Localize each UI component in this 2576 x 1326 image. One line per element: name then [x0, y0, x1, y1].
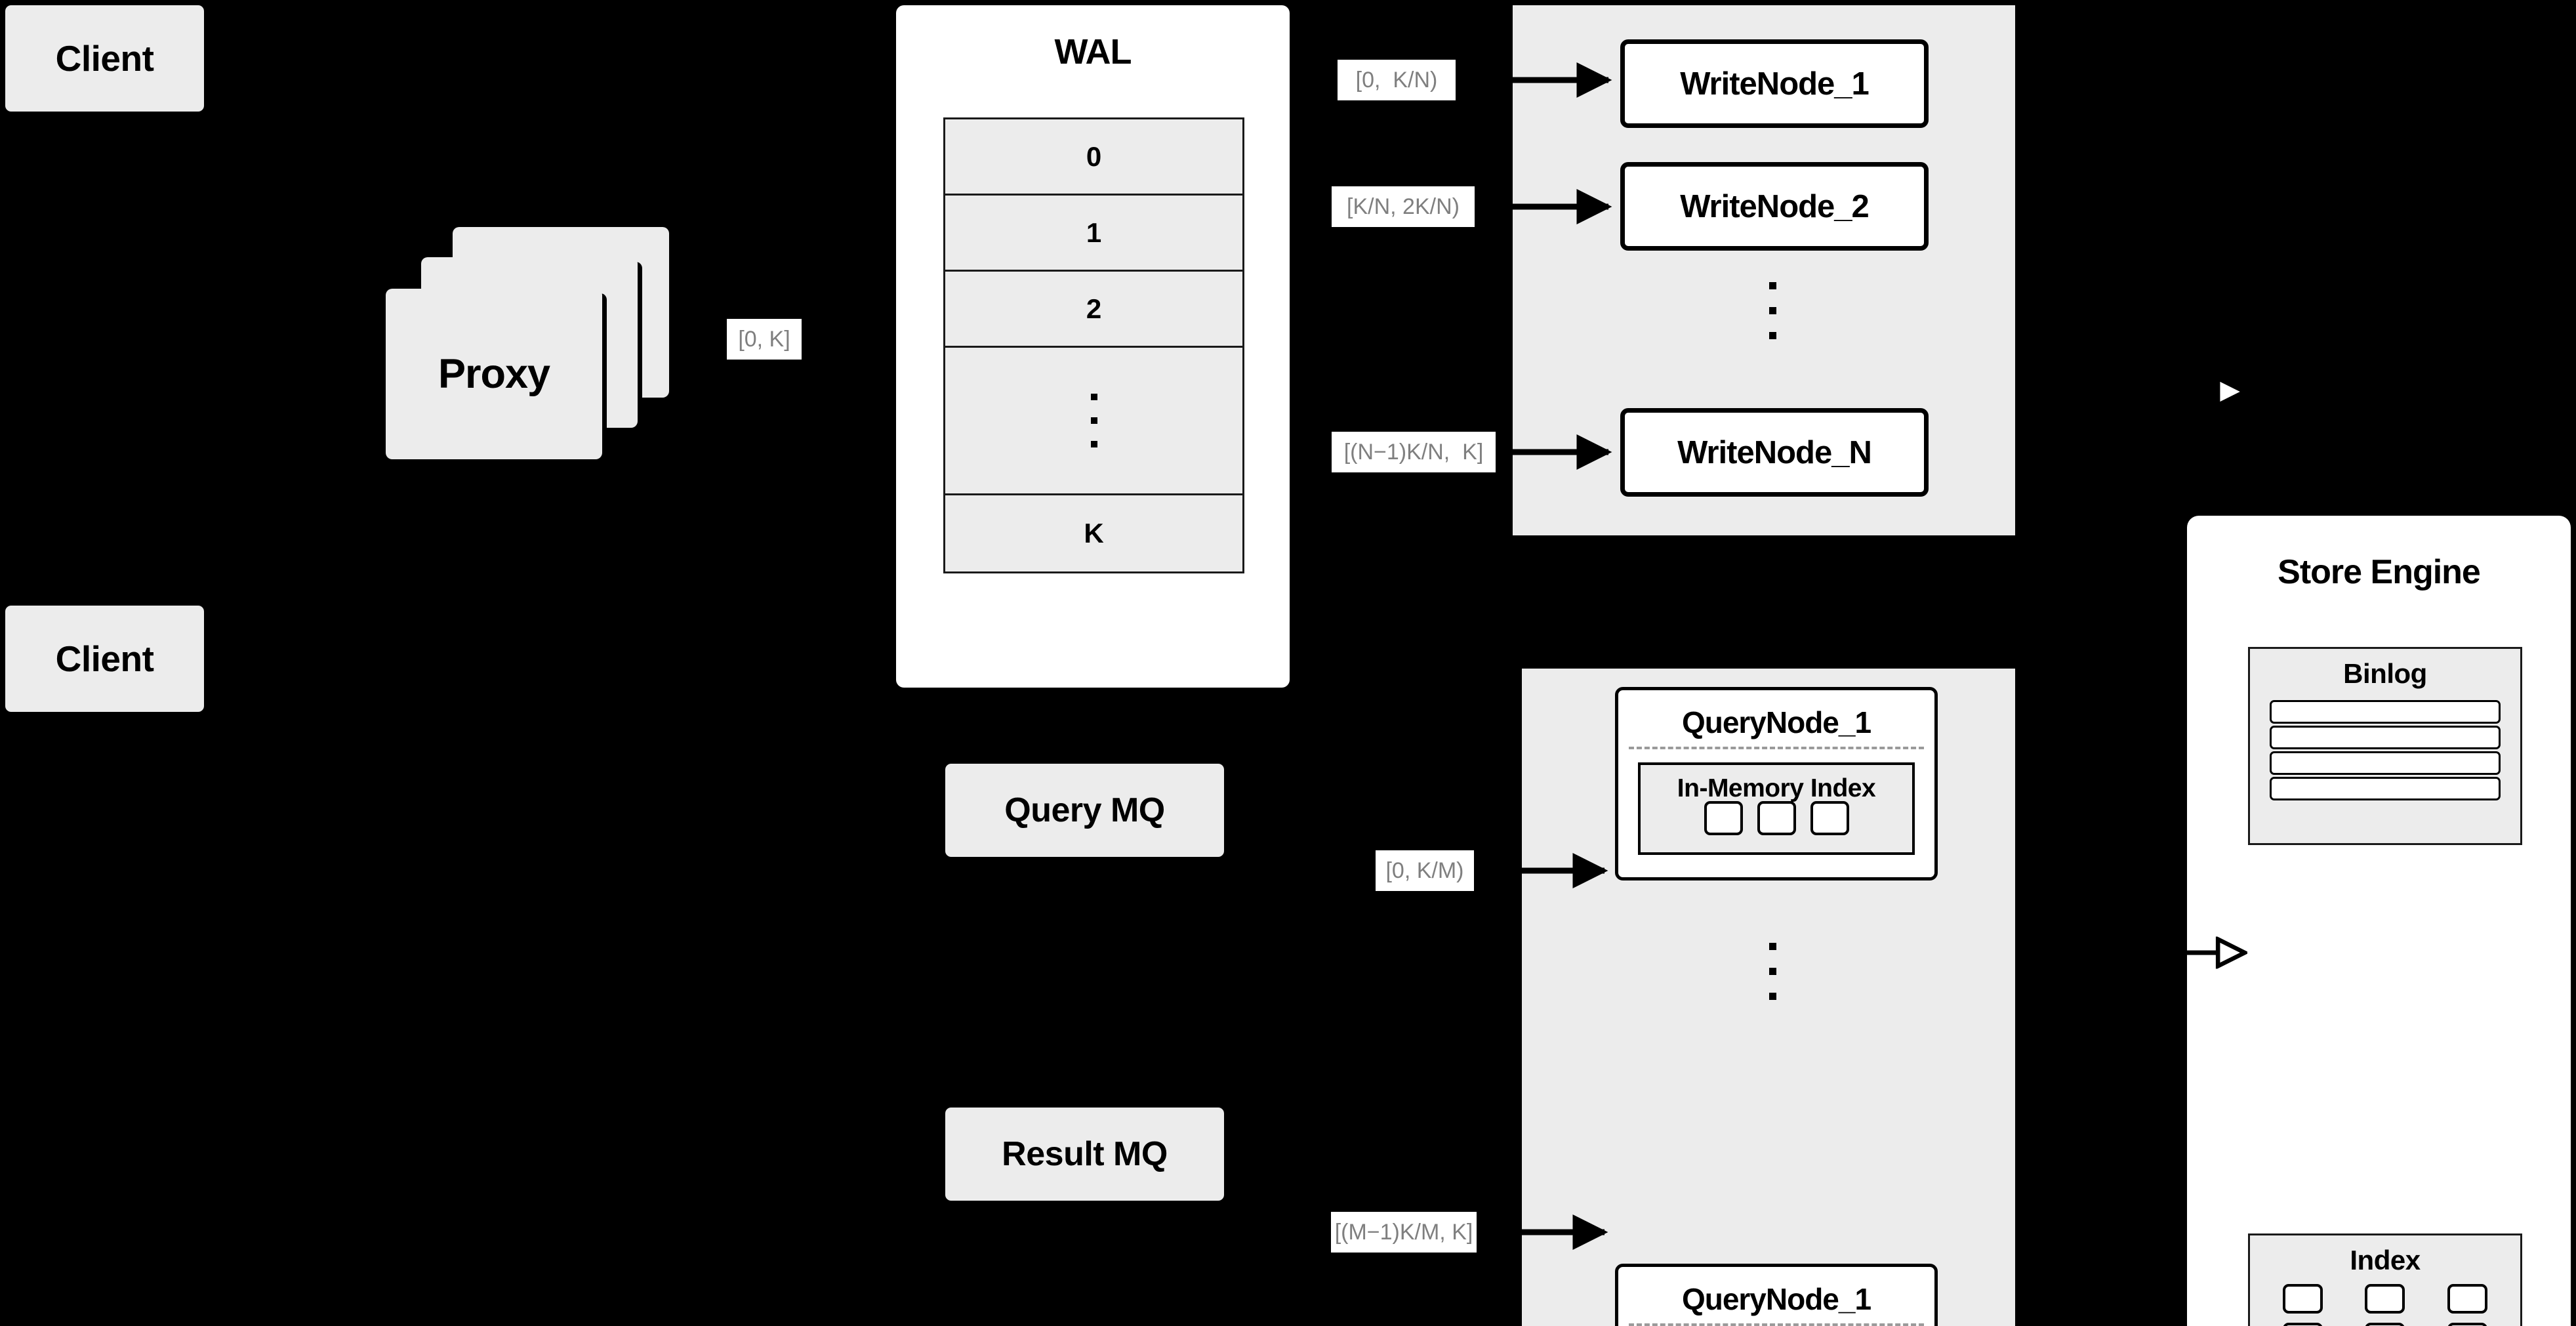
- in-memory-index-slots: [1641, 801, 1912, 835]
- query-node-title: QueryNode_1: [1681, 1282, 1871, 1316]
- client-box-2[interactable]: Client: [5, 606, 204, 712]
- index-cell[interactable]: [2365, 1284, 2405, 1314]
- write-node-1[interactable]: WriteNode_1: [1620, 39, 1929, 128]
- index-cell[interactable]: [2447, 1323, 2487, 1326]
- ellipsis-dot: [1769, 307, 1776, 314]
- write-node-n[interactable]: WriteNode_N: [1620, 408, 1929, 497]
- result-mq-label: Result MQ: [1002, 1135, 1168, 1173]
- write-node-2[interactable]: WriteNode_2: [1620, 162, 1929, 251]
- wal-title: WAL: [1054, 32, 1132, 72]
- ellipsis-dot: [1769, 993, 1776, 1000]
- index-cell-grid: [2266, 1284, 2504, 1326]
- write-node-n-range-label: [(N−1)K/N, K]: [1332, 432, 1496, 472]
- query-node-ellipsis: [1769, 943, 1776, 1000]
- write-node-label: WriteNode_N: [1677, 434, 1872, 470]
- ellipsis-dot: [1769, 282, 1776, 289]
- index-cell[interactable]: [2447, 1284, 2487, 1314]
- binlog-row[interactable]: [2270, 777, 2501, 800]
- proxy-label: Proxy: [438, 351, 550, 397]
- ellipsis-dot: [1090, 441, 1097, 447]
- index-slot[interactable]: [1757, 801, 1796, 835]
- query-node-divider: [1629, 1323, 1924, 1326]
- client-label: Client: [55, 638, 154, 679]
- query-node-1-range-label: [0, K/M): [1376, 850, 1474, 891]
- ellipsis-dot: [1090, 417, 1097, 424]
- write-node-label: WriteNode_2: [1680, 188, 1870, 224]
- write-node-label: WriteNode_1: [1680, 66, 1870, 102]
- wal-entry[interactable]: 1: [945, 196, 1242, 272]
- index-slot[interactable]: [1810, 801, 1849, 835]
- query-node-m[interactable]: QueryNode_1 In-Memory Index: [1615, 1264, 1938, 1326]
- proxy-card-front[interactable]: Proxy: [386, 289, 602, 459]
- ellipsis-dot: [1769, 332, 1776, 339]
- wal-entry-list: 0 1 2 K: [943, 117, 1244, 573]
- write-node-2-range-label: [K/N, 2K/N): [1332, 186, 1475, 227]
- store-engine-panel: Store Engine Binlog Index: [2187, 516, 2571, 1326]
- in-memory-index-panel: In-Memory Index: [1638, 762, 1915, 855]
- binlog-title: Binlog: [2343, 658, 2427, 689]
- query-node-1[interactable]: QueryNode_1 In-Memory Index: [1615, 687, 1938, 881]
- wal-entry[interactable]: 2: [945, 272, 1242, 348]
- ellipsis-dot: [1090, 394, 1097, 400]
- wal-entry[interactable]: 0: [945, 119, 1242, 196]
- wal-entry-ellipsis: [945, 348, 1242, 495]
- binlog-row[interactable]: [2270, 751, 2501, 775]
- index-cell[interactable]: [2365, 1323, 2405, 1326]
- wal-entry[interactable]: K: [1084, 518, 1104, 549]
- index-panel: Index: [2248, 1233, 2522, 1326]
- index-title: Index: [2350, 1245, 2421, 1275]
- client-label: Client: [55, 38, 154, 79]
- write-node-ellipsis: [1769, 282, 1776, 339]
- write-node-1-range-label: [0, K/N): [1338, 60, 1456, 100]
- binlog-panel: Binlog: [2248, 647, 2522, 845]
- proxy-range-label: [0, K]: [727, 319, 802, 360]
- in-memory-index-title: In-Memory Index: [1677, 774, 1876, 802]
- binlog-row-list: [2270, 700, 2501, 800]
- index-cell[interactable]: [2283, 1284, 2323, 1314]
- binlog-row[interactable]: [2270, 726, 2501, 749]
- ellipsis-dot: [1769, 968, 1776, 975]
- client-box-1[interactable]: Client: [5, 5, 204, 112]
- store-engine-title: Store Engine: [2278, 553, 2481, 591]
- query-mq-box[interactable]: Query MQ: [945, 764, 1224, 857]
- binlog-row[interactable]: [2270, 700, 2501, 724]
- result-mq-box[interactable]: Result MQ: [945, 1108, 1224, 1201]
- query-node-m-range-label: [(M−1)K/M, K]: [1331, 1212, 1477, 1253]
- query-node-title: QueryNode_1: [1681, 705, 1871, 739]
- query-node-divider: [1629, 747, 1924, 749]
- query-mq-label: Query MQ: [1004, 791, 1165, 829]
- wal-panel: WAL 0 1 2 K: [896, 5, 1290, 688]
- index-slot[interactable]: [1704, 801, 1743, 835]
- ellipsis-dot: [1769, 943, 1776, 950]
- index-cell[interactable]: [2283, 1323, 2323, 1326]
